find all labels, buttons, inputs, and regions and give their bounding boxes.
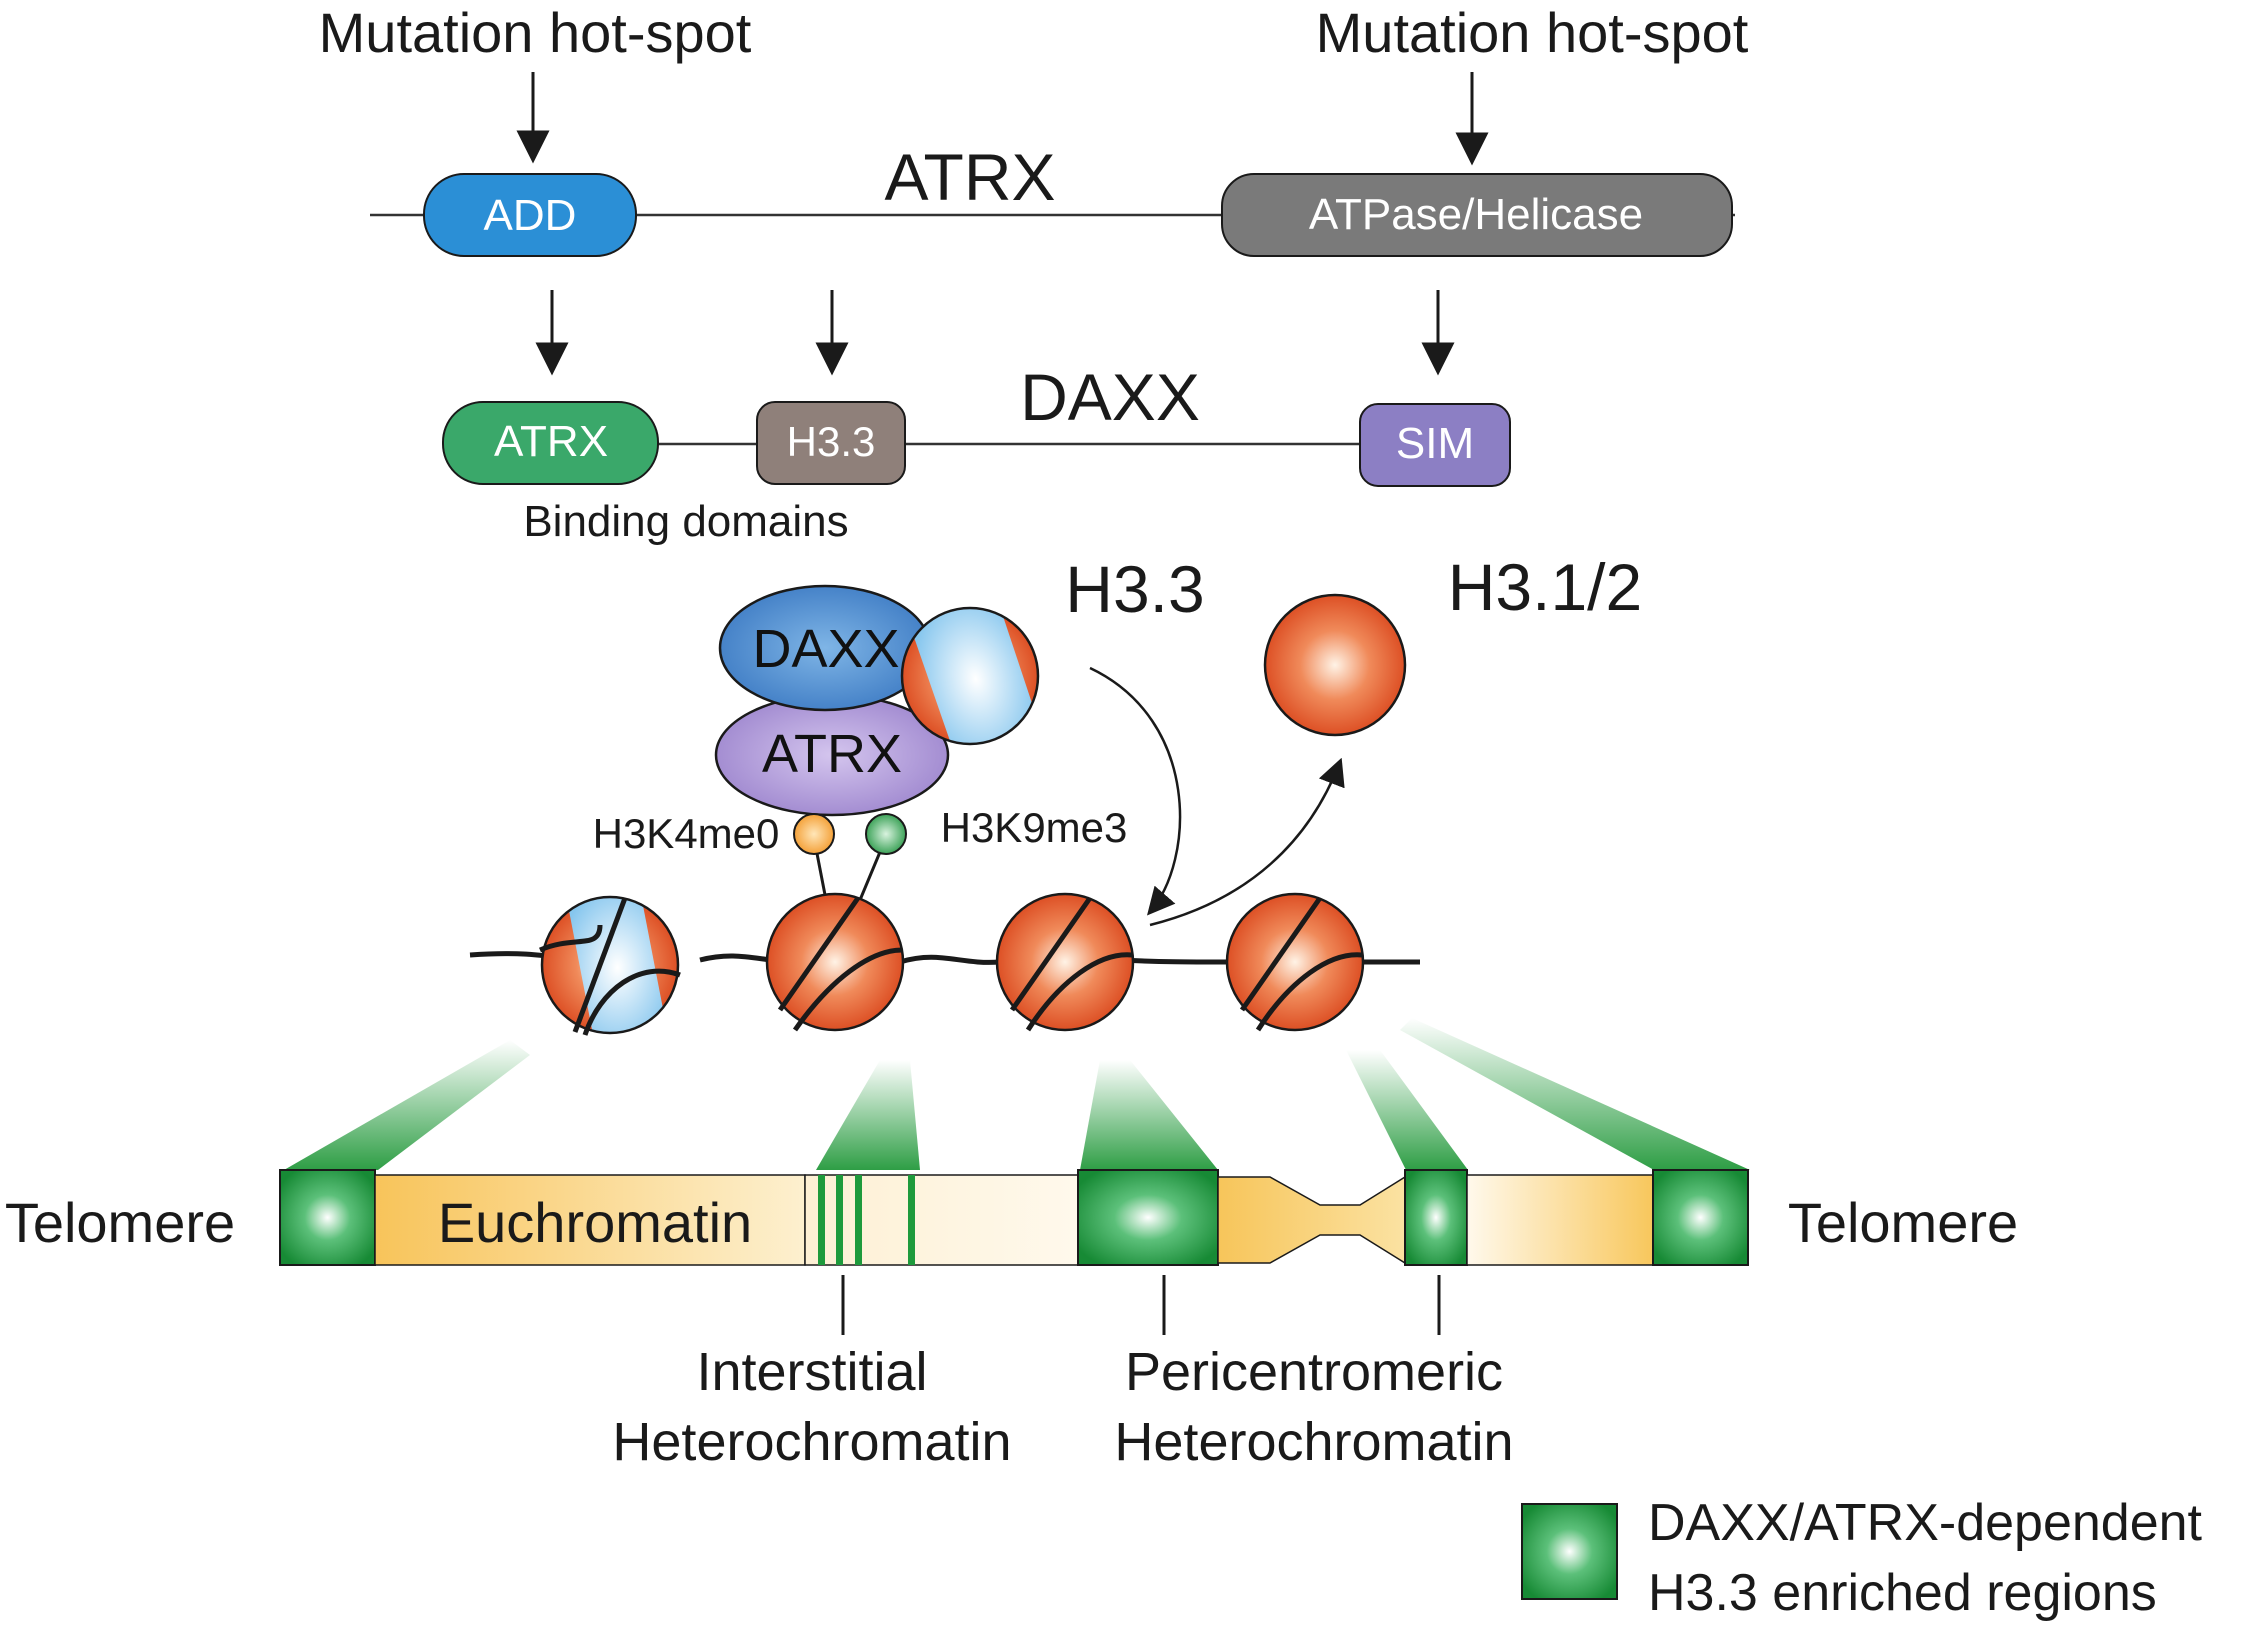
add-domain-label: ADD bbox=[484, 191, 577, 240]
telomere-right-region bbox=[1652, 1169, 1749, 1266]
sim-domain: SIM bbox=[1359, 403, 1511, 487]
daxx-gene-title: DAXX bbox=[1020, 360, 1200, 434]
interstitial-band-3 bbox=[855, 1175, 862, 1265]
telomere-right-label: Telomere bbox=[1788, 1191, 2018, 1254]
telomere-left-region bbox=[279, 1169, 376, 1266]
nucleosome-3 bbox=[995, 892, 1135, 1032]
h31-2-histone bbox=[1263, 593, 1407, 737]
interstitial-band-2 bbox=[836, 1175, 843, 1265]
daxx-protein-label: DAXX bbox=[752, 619, 899, 679]
nucleosome-h33 bbox=[539, 895, 681, 1036]
h33-binding-domain: H3.3 bbox=[756, 401, 906, 485]
interstitial-label-1: Interstitial bbox=[696, 1342, 927, 1402]
eviction-arrow bbox=[1149, 757, 1345, 927]
pericentromeric-label-1: Pericentromeric bbox=[1125, 1342, 1503, 1402]
daxx-gene-map: DAXX ATRX H3.3 SIM Binding domains bbox=[442, 360, 1511, 546]
atrx-binding-domain: ATRX bbox=[442, 401, 659, 485]
h31-2-histone-group: H3.1/2 bbox=[1263, 550, 1642, 737]
nucleosome-2 bbox=[765, 892, 905, 1032]
deposition-arrow bbox=[1089, 666, 1182, 916]
domain-link-arrows bbox=[535, 290, 1455, 376]
atrx-gene-map: Mutation hot-spot Mutation hot-spot ATRX… bbox=[319, 1, 1749, 257]
fan-pericentromeric-right bbox=[1346, 1050, 1468, 1170]
euchromatin-left bbox=[374, 1174, 806, 1266]
h33-label: H3.3 bbox=[1065, 552, 1204, 626]
nucleosome-4 bbox=[1225, 892, 1365, 1032]
pericentromeric-left-region bbox=[1077, 1169, 1219, 1266]
pericentromeric-right-region bbox=[1404, 1169, 1468, 1266]
helicase-domain-label: ATPase/Helicase bbox=[1309, 190, 1643, 239]
euchromatin-left-pale bbox=[804, 1174, 1079, 1266]
interstitial-label-2: Heterochromatin bbox=[612, 1412, 1011, 1472]
binding-domains-caption: Binding domains bbox=[523, 497, 848, 546]
interstitial-band-1 bbox=[818, 1175, 825, 1265]
chromatin-fiber bbox=[469, 892, 1420, 1036]
h31-2-label: H3.1/2 bbox=[1448, 550, 1642, 624]
atrx-gene-title: ATRX bbox=[884, 140, 1055, 214]
telomere-left-label: Telomere bbox=[5, 1191, 235, 1254]
interstitial-band-4 bbox=[908, 1175, 915, 1265]
fan-pericentromeric bbox=[1080, 1060, 1218, 1170]
sim-domain-label: SIM bbox=[1396, 419, 1474, 468]
h3k9me3-label: H3K9me3 bbox=[941, 804, 1128, 851]
legend-swatch bbox=[1521, 1503, 1618, 1600]
h3k4me0-label: H3K4me0 bbox=[593, 810, 780, 857]
daxx-atrx-complex: ATRX DAXX H3.3 bbox=[714, 552, 1205, 817]
h3k9me3-dot bbox=[865, 813, 907, 855]
enrichment-projections bbox=[284, 1018, 1750, 1170]
histone-marks: H3K4me0 H3K9me3 bbox=[593, 804, 1128, 901]
legend: DAXX/ATRX-dependent H3.3 enriched region… bbox=[1521, 1494, 2203, 1622]
h33-binding-label: H3.3 bbox=[787, 418, 876, 465]
h3k4me0-dot bbox=[793, 813, 835, 855]
legend-line-1: DAXX/ATRX-dependent bbox=[1648, 1494, 2203, 1552]
fan-right-telomere bbox=[1400, 1018, 1750, 1170]
free-h33-histone bbox=[900, 606, 1040, 746]
hotspot-label-right: Mutation hot-spot bbox=[1316, 1, 1749, 64]
atrx-protein-label: ATRX bbox=[762, 724, 902, 784]
atpase-helicase-domain: ATPase/Helicase bbox=[1221, 173, 1733, 257]
hotspot-label-left: Mutation hot-spot bbox=[319, 1, 752, 64]
fan-left-telomere bbox=[284, 1040, 530, 1170]
fan-interstitial bbox=[816, 1060, 920, 1170]
legend-line-2: H3.3 enriched regions bbox=[1648, 1564, 2157, 1622]
euchromatin-label: Euchromatin bbox=[438, 1191, 752, 1254]
pericentromeric-label-2: Heterochromatin bbox=[1114, 1412, 1513, 1472]
centromere bbox=[1217, 1175, 1406, 1265]
euchromatin-right bbox=[1466, 1174, 1654, 1266]
atrx-binding-label: ATRX bbox=[494, 417, 608, 466]
chromosome: Euchromatin Telomere Telomere Interstiti… bbox=[5, 1169, 2018, 1472]
add-domain: ADD bbox=[423, 173, 637, 257]
